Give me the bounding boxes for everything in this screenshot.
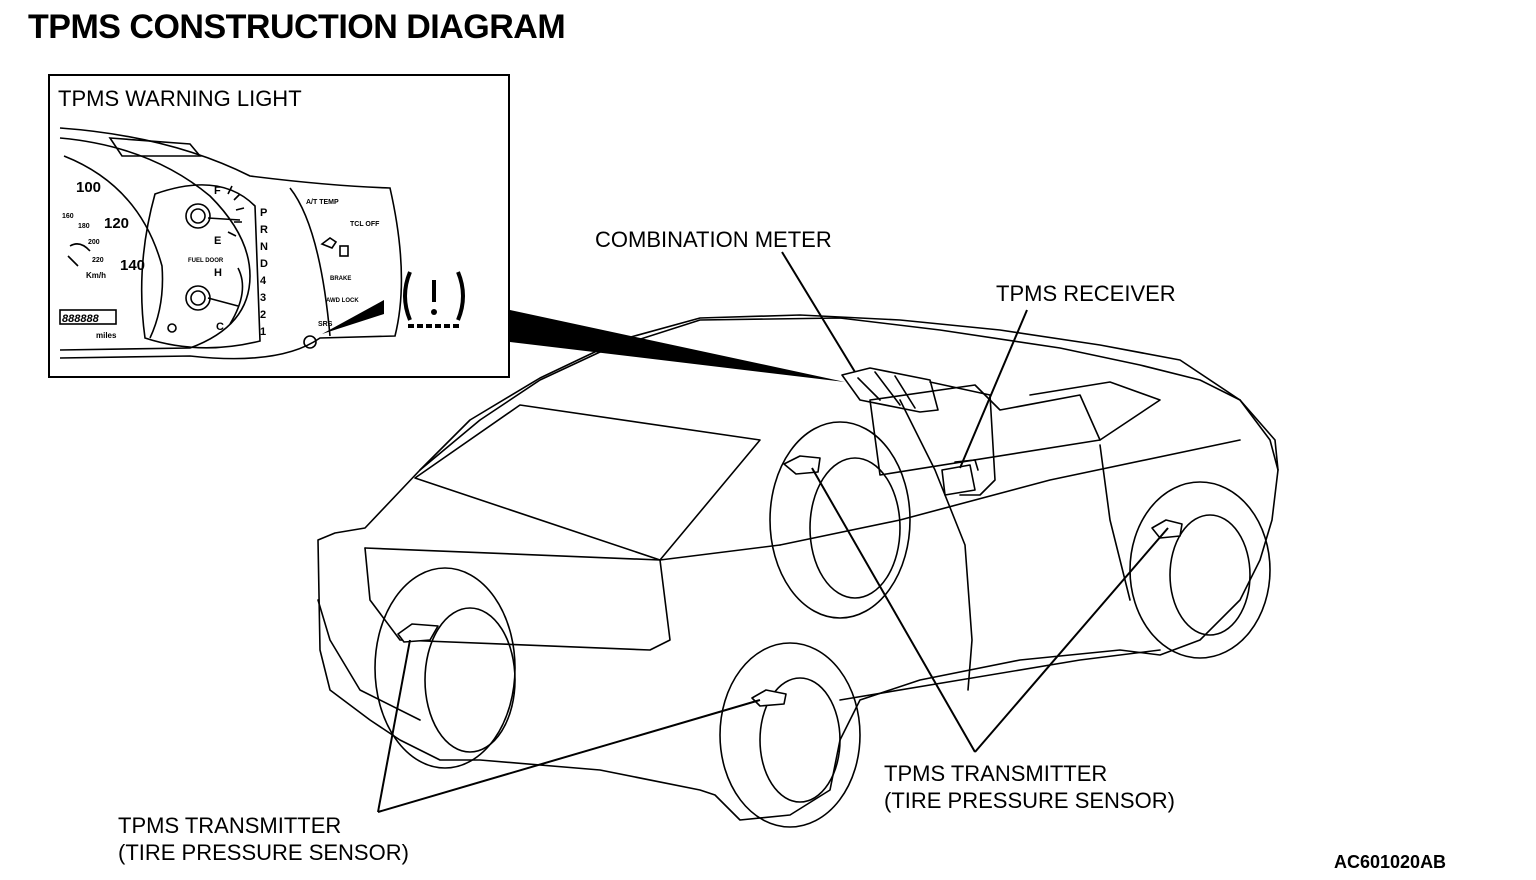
projection-wedge	[510, 310, 845, 382]
speedo-180: 180	[78, 223, 90, 230]
label-combination-meter: COMBINATION METER	[595, 227, 832, 252]
fuel-door: FUEL DOOR	[188, 258, 224, 264]
wheel-rear-left-inner	[424, 607, 516, 753]
odometer-unit: miles	[96, 331, 117, 340]
leader-left-a	[377, 639, 411, 813]
gear-3: 3	[260, 292, 266, 304]
gear-p: P	[260, 207, 267, 219]
speedo-120: 120	[104, 215, 129, 232]
leader-right-b	[974, 527, 1169, 753]
label-tpms-receiver: TPMS RECEIVER	[996, 281, 1176, 306]
speedo-200: 200	[88, 239, 100, 246]
gear-d: D	[260, 258, 268, 270]
rear-window	[414, 404, 761, 561]
transmitter-rear-left	[397, 623, 439, 643]
figure-code: AC601020AB	[1334, 852, 1447, 872]
gear-1: 1	[260, 326, 266, 338]
wheel-rear-right-outer	[769, 421, 911, 619]
beltline	[779, 439, 1241, 546]
awd-lock: AWD LOCK	[326, 298, 359, 304]
fuel-f: F	[214, 185, 221, 197]
wheel-front-left-outer	[719, 642, 861, 828]
trunk-edge	[364, 547, 671, 651]
tpms-receiver-shape	[941, 464, 976, 496]
speedo-140: 140	[120, 257, 145, 274]
rocker	[839, 649, 1161, 701]
hood	[1239, 399, 1279, 471]
car-body-outline	[317, 314, 1279, 821]
label-transmitter-left-1: TPMS TRANSMITTER	[118, 813, 342, 838]
rear-bumper	[317, 599, 421, 721]
gear-n: N	[260, 241, 268, 253]
receiver-harness	[929, 381, 996, 496]
wheel-front-left-inner	[759, 677, 841, 803]
tpms-warning-icon	[403, 271, 465, 328]
transmitter-rear-right	[783, 455, 821, 475]
speedo-220: 220	[92, 257, 104, 264]
tcl-off: TCL OFF	[350, 221, 380, 228]
warning-light-inset: TPMS WARNING LIGHT	[48, 74, 510, 378]
gear-r: R	[260, 224, 268, 236]
car-roof	[419, 317, 1241, 471]
label-transmitter-left-2: (TIRE PRESSURE SENSOR)	[118, 840, 409, 865]
leader-receiver	[959, 309, 1028, 469]
inset-label: TPMS WARNING LIGHT	[58, 86, 302, 111]
temp-h: H	[214, 267, 222, 279]
speedo-unit: Km/h	[86, 271, 106, 280]
leader-right-a	[811, 467, 976, 753]
wheel-front-right-inner	[1169, 514, 1251, 636]
side-window-rear	[869, 384, 1101, 476]
at-temp: A/T TEMP	[306, 199, 339, 206]
leader-left-b	[377, 699, 761, 813]
wheel-rear-right-inner	[809, 457, 901, 599]
combination-meter-shape	[841, 367, 939, 413]
transmitter-front-left	[751, 689, 787, 707]
brake: BRAKE	[330, 276, 351, 282]
label-transmitter-right-2: (TIRE PRESSURE SENSOR)	[884, 788, 1175, 813]
speedo-160: 160	[62, 213, 74, 220]
speedo-100: 100	[76, 179, 101, 196]
gear-2: 2	[260, 309, 266, 321]
inset-pointer	[322, 300, 384, 334]
door-line-2	[1099, 444, 1131, 601]
side-window-front	[1029, 381, 1161, 441]
door-line	[899, 399, 973, 691]
wheel-front-right-outer	[1129, 481, 1271, 659]
leader-combination-meter	[781, 251, 856, 373]
page-title: TPMS CONSTRUCTION DIAGRAM	[28, 8, 566, 46]
temp-c: C	[216, 321, 224, 333]
instrument-cluster: 100 120 140 160 180 200 220 Km/h 888888 …	[59, 127, 465, 360]
srs: SRS	[318, 321, 333, 328]
trunk-lid	[364, 544, 781, 561]
odometer: 888888	[62, 313, 100, 325]
gear-4: 4	[260, 275, 267, 287]
label-transmitter-right-1: TPMS TRANSMITTER	[884, 761, 1108, 786]
fuel-e: E	[214, 235, 221, 247]
